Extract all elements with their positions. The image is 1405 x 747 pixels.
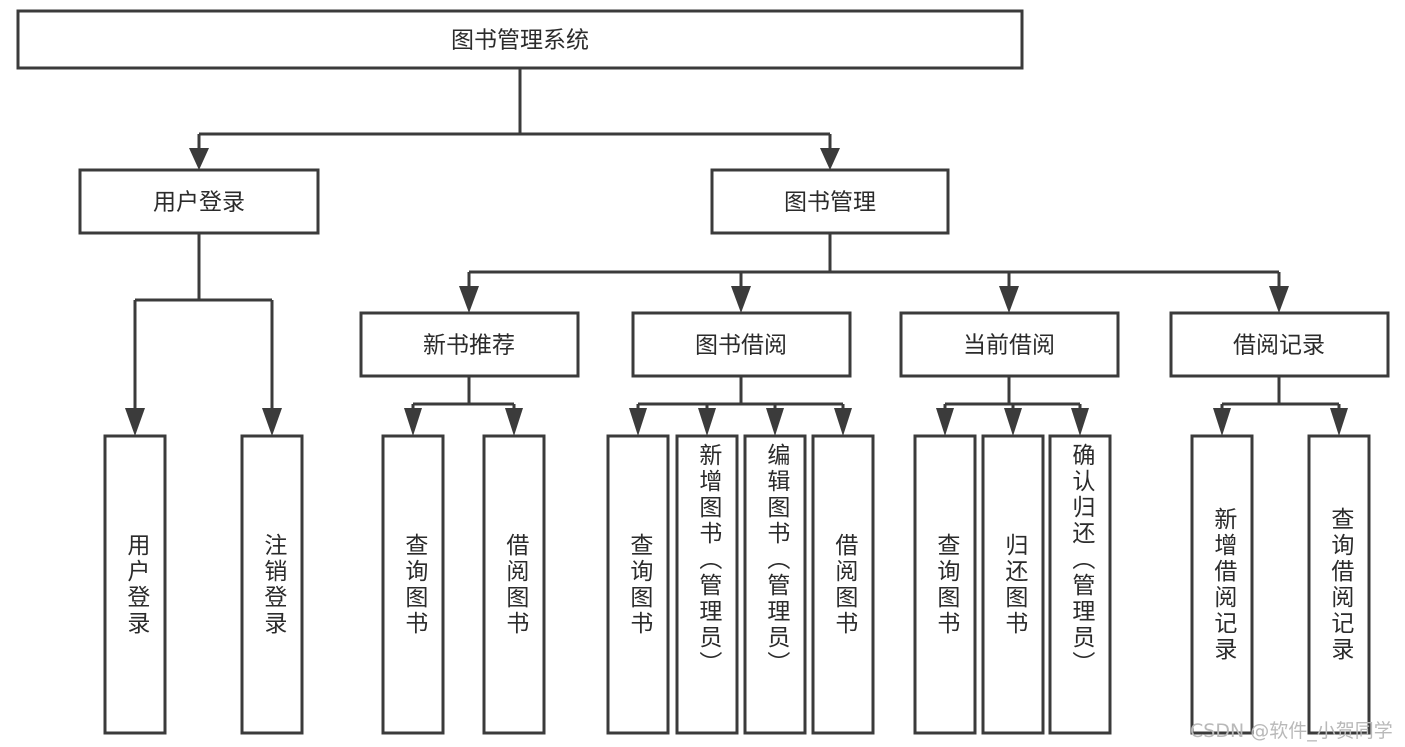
leaf-box-cb-query-book[interactable] [913, 434, 977, 735]
leaf-box-logout[interactable] [240, 434, 304, 735]
leaf-box-cb-confirm-return[interactable] [1048, 434, 1112, 735]
connector-group-new-book [404, 376, 523, 436]
arrowhead-nb-leaf2 [505, 408, 523, 436]
node-borrow-record-label: 借阅记录 [1233, 333, 1325, 359]
node-book-management-label: 图书管理 [784, 190, 876, 216]
connector-group-current-borrow [936, 376, 1089, 436]
connector-group-book-borrow [629, 376, 852, 436]
arrowhead-br-leaf2 [1330, 408, 1348, 436]
arrowhead-cb-leaf1 [936, 408, 954, 436]
node-user-login-label: 用户登录 [153, 190, 245, 216]
leaf-box-br-query-record[interactable] [1307, 434, 1371, 735]
arrowhead-bb-leaf2 [698, 408, 716, 436]
node-root-label: 图书管理系统 [451, 28, 589, 54]
arrowhead-login [189, 148, 209, 170]
node-book-borrow-label: 图书借阅 [695, 333, 787, 359]
leaf-box-bb-edit-book[interactable] [743, 434, 807, 735]
connector-group-root [189, 68, 840, 170]
node-borrow-record[interactable]: 借阅记录 [1169, 311, 1390, 378]
node-new-book-recommend-box[interactable] [359, 311, 580, 378]
node-current-borrow-label: 当前借阅 [963, 333, 1055, 359]
node-book-management-box[interactable] [710, 168, 950, 235]
node-book-borrow-box[interactable] [631, 311, 852, 378]
arrowhead-bookmgmt [820, 148, 840, 170]
leaf-box-bb-add-book[interactable] [675, 434, 739, 735]
leaf-box-cb-return-book[interactable] [981, 434, 1045, 735]
arrowhead-br-leaf1 [1213, 408, 1231, 436]
arrowhead-leaf-logout [262, 408, 282, 436]
leaf-box-user-login[interactable] [103, 434, 167, 735]
node-root-box[interactable] [16, 9, 1024, 70]
arrowhead-cb-leaf2 [1004, 408, 1022, 436]
leaf-box-bb-borrow-book[interactable] [811, 434, 875, 735]
arrowhead-new-book [459, 286, 479, 313]
node-book-borrow[interactable]: 图书借阅 [631, 311, 852, 378]
connector-group-book-mgmt [459, 233, 1289, 313]
leaf-box-nb-borrow-book[interactable] [482, 434, 546, 735]
arrowhead-leaf-user-login [125, 408, 145, 436]
node-current-borrow[interactable]: 当前借阅 [899, 311, 1120, 378]
arrowhead-bb-leaf3 [766, 408, 784, 436]
connector-group-borrow-record [1213, 376, 1348, 436]
arrowhead-borrow-record [1269, 286, 1289, 313]
arrowhead-bb-leaf1 [629, 408, 647, 436]
arrowhead-current-borrow [999, 286, 1019, 313]
node-new-book-recommend[interactable]: 新书推荐 [359, 311, 580, 378]
node-current-borrow-box[interactable] [899, 311, 1120, 378]
connector-group-user-login [125, 233, 282, 436]
leaf-box-br-add-record[interactable] [1190, 434, 1254, 735]
node-new-book-recommend-label: 新书推荐 [423, 333, 515, 359]
node-book-management[interactable]: 图书管理 [710, 168, 950, 235]
arrowhead-book-borrow [731, 286, 751, 313]
arrowhead-nb-leaf1 [404, 408, 422, 436]
node-user-login-box[interactable] [78, 168, 320, 235]
leaf-box-bb-query-book[interactable] [606, 434, 670, 735]
leaf-box-nb-query-book[interactable] [381, 434, 445, 735]
node-borrow-record-box[interactable] [1169, 311, 1390, 378]
arrowhead-bb-leaf4 [834, 408, 852, 436]
node-root[interactable]: 图书管理系统 [16, 9, 1024, 70]
leaf-boxes [103, 434, 1371, 735]
arrowhead-cb-leaf3 [1071, 408, 1089, 436]
node-user-login[interactable]: 用户登录 [78, 168, 320, 235]
